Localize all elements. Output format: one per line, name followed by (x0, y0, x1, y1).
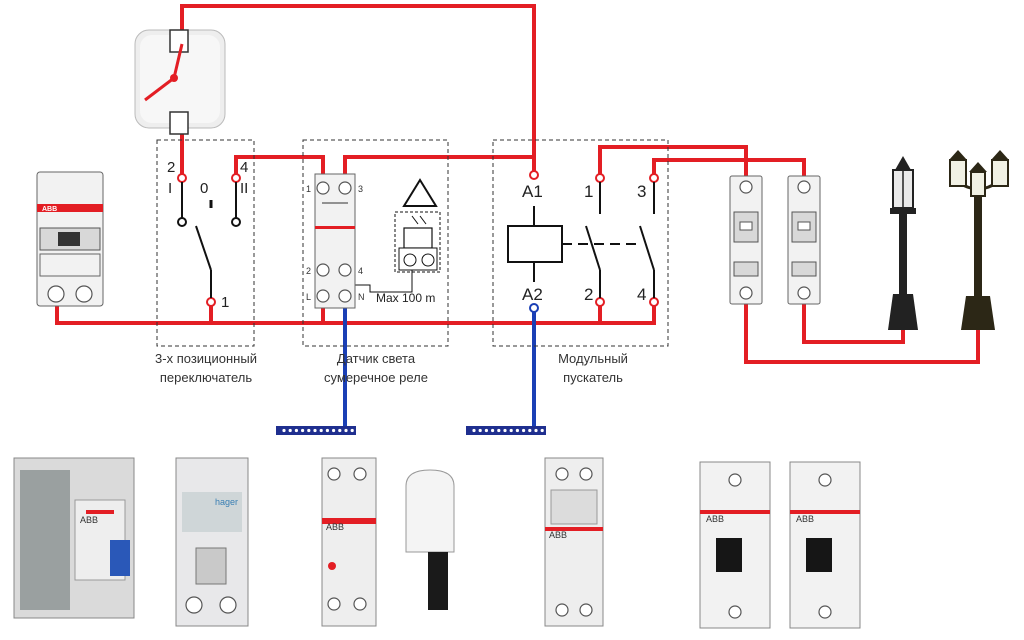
switch-caption-line1: 3-х позиционный (155, 351, 257, 366)
busbar-hole (332, 428, 336, 433)
wire-relay3-to-a1 (343, 155, 534, 178)
wire-switch-to-a1 (180, 4, 536, 172)
photo-rcbo: ABB (13, 457, 135, 619)
busbar-hole (325, 428, 329, 433)
photo-switch-module: hager (175, 457, 249, 627)
relay-caption-line2: сумеречное реле (324, 370, 428, 385)
switch-terminal-2 (177, 173, 187, 183)
contactor-terminal-3 (649, 173, 659, 183)
circuit-breaker-1 (729, 175, 763, 305)
contactor-terminal-2 (595, 297, 605, 307)
contactor-terminal-1 (595, 173, 605, 183)
switch-pos-i: I (168, 180, 172, 197)
switch-label-1: 1 (221, 294, 229, 311)
contactor-caption-line2: пускатель (563, 370, 623, 385)
wire-breaker2-to-lamp1 (802, 300, 905, 344)
busbar-hole (344, 428, 348, 433)
photo-rcbo-brand: ABB (80, 515, 98, 525)
light-sensor-icon (394, 211, 441, 273)
circuit-breaker-2 (787, 175, 821, 305)
busbar-hole (478, 428, 482, 433)
relay-label-3: 3 (358, 184, 363, 194)
rcbo-icon: ABB (36, 171, 104, 307)
busbar-hole (338, 428, 342, 433)
busbar-hole (484, 428, 488, 433)
contactor-label-3: 3 (637, 182, 646, 201)
busbar-hole (491, 428, 495, 433)
busbar-hole (497, 428, 501, 433)
wire-bottom-phase (55, 298, 656, 325)
busbar-hole (528, 428, 532, 433)
neutral-wires (343, 296, 536, 426)
switch-label-2: 2 (167, 159, 175, 176)
busbar-hole (534, 428, 538, 433)
busbar-hole (509, 428, 513, 433)
switch-pos-ii: II (240, 180, 248, 197)
photo-breaker2-brand: ABB (796, 514, 814, 524)
relay-label-l: L (306, 292, 311, 302)
switch-pos-0: 0 (200, 180, 208, 197)
photo-relay: 1 3 2 4 L N Max 100 m Датчик света сумер… (302, 139, 449, 385)
photo-relay-brand: ABB (326, 522, 344, 532)
relay-label-2: 2 (306, 266, 311, 276)
contactor-caption-line1: Модульный (558, 351, 628, 366)
three-position-switch: 2 4 I 0 II 1 3-х позиционный переключате… (155, 139, 257, 385)
wire-c3-to-breaker2 (652, 158, 806, 180)
relay-label-1: 1 (306, 184, 311, 194)
modular-contactor: A1 A2 1 3 2 4 Модульный пускатель (492, 139, 669, 385)
busbar-hole (288, 428, 292, 433)
neutral-busbar-right (466, 426, 546, 435)
busbar-hole (515, 428, 520, 433)
contactor-label-1: 1 (584, 182, 593, 201)
busbar-hole (350, 428, 354, 433)
photo-switch-brand: hager (215, 497, 238, 507)
neutral-busbar-left (276, 426, 356, 435)
circuit-breaker-icon (787, 175, 821, 305)
busbar-hole (540, 428, 544, 433)
switch-terminal-4 (231, 173, 241, 183)
rcbo-brand: ABB (42, 206, 57, 213)
circuit-breaker-icon (729, 175, 763, 305)
busbar-hole (294, 428, 298, 433)
switch-label-4: 4 (240, 159, 248, 176)
relay-caption-line1: Датчик света (337, 351, 416, 366)
busbar-hole (307, 428, 311, 433)
street-lamp-icon (888, 156, 918, 330)
busbar-hole (522, 428, 526, 433)
street-lamp-triple-icon (949, 150, 1009, 330)
photo-breaker-2: ABB (789, 461, 861, 629)
busbar-hole (472, 428, 476, 433)
photo-twilight-relay: ABB (321, 457, 377, 627)
photo-breaker1-brand: ABB (706, 514, 724, 524)
contactor-terminal-4 (649, 297, 659, 307)
rotary-switch-icon (134, 29, 226, 135)
busbar-hole (313, 428, 317, 433)
contactor-label-2: 2 (584, 285, 593, 304)
wire-breaker1-to-lamp2 (744, 300, 980, 364)
busbar-hole (503, 428, 507, 433)
busbar-hole (301, 428, 305, 433)
relay-label-n: N (358, 292, 365, 302)
photo-contactor: ABB (544, 457, 604, 627)
wire-c1-to-breaker1 (598, 145, 748, 180)
max-distance-label: Max 100 m (376, 291, 435, 305)
wire-t4-to-relay1 (234, 155, 325, 178)
contactor-label-a2: A2 (522, 285, 543, 304)
switch-terminal-1 (206, 297, 216, 307)
busbar-hole (282, 428, 286, 433)
triangle-icon (402, 178, 438, 207)
switch-caption-line2: переключатель (160, 370, 253, 385)
photo-contactor-brand: ABB (549, 530, 567, 540)
contactor-terminal-a2 (529, 303, 539, 313)
photo-light-sensor (405, 469, 455, 610)
photo-breaker-1: ABB (699, 461, 771, 629)
contactor-label-a1: A1 (522, 182, 543, 201)
contactor-label-4: 4 (637, 285, 646, 304)
busbar-hole (319, 428, 323, 433)
relay-label-4: 4 (358, 266, 363, 276)
contactor-coil (507, 225, 563, 263)
contactor-terminal-a1 (529, 170, 539, 180)
